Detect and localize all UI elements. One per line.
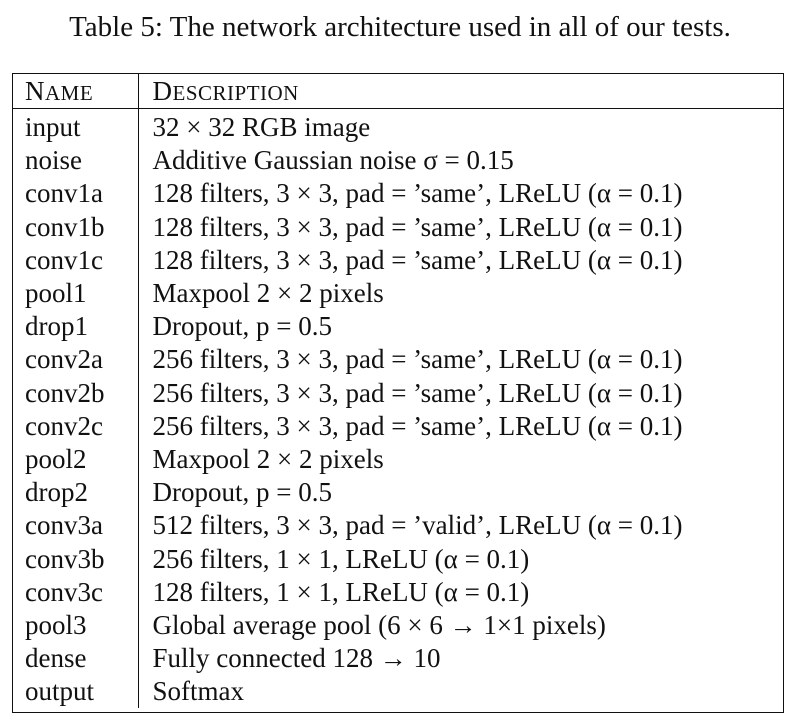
layer-name-cell: pool1: [13, 276, 139, 311]
layer-description-cell: Softmax: [152, 676, 245, 707]
layer-description-cell: Global average pool (6 × 6 → 1×1 pixels): [152, 609, 606, 640]
layer-description-cell: 32 × 32 RGB image: [152, 112, 371, 143]
table-row: pool2 Maxpool 2 × 2 pixels: [13, 442, 783, 477]
layer-description-cell: 128 filters, 3 × 3, pad = ’same’, LReLU …: [152, 244, 683, 275]
table-row: dense Fully connected 128 → 10: [13, 642, 783, 676]
layer-name-cell: output: [13, 675, 139, 709]
layer-name-cell: conv3b: [13, 542, 139, 576]
table-row: conv2b 256 filters, 3 × 3, pad = ’same’, …: [13, 376, 783, 410]
table-row: conv2a 256 filters, 3 × 3, pad = ’same’, …: [13, 343, 783, 377]
layer-description-cell: 256 filters, 3 × 3, pad = ’same’, LReLU …: [152, 410, 683, 441]
layer-name-cell: pool3: [13, 608, 139, 642]
table-row: conv1b 128 filters, 3 × 3, pad = ’same’, …: [13, 210, 783, 244]
layer-name-cell: conv3c: [13, 575, 139, 609]
layer-description-cell: 128 filters, 3 × 3, pad = ’same’, LReLU …: [152, 178, 683, 209]
layer-description-cell: 256 filters, 3 × 3, pad = ’same’, LReLU …: [152, 344, 683, 375]
table-row: drop1 Dropout, p = 0.5: [13, 310, 783, 344]
table-row: conv3a 512 filters, 3 × 3, pad = ’valid’,…: [13, 509, 783, 543]
table-body: input 32 × 32 RGB image noise Additive Gaus…: [13, 108, 783, 709]
layer-description-cell: Dropout, p = 0.5: [152, 311, 332, 342]
layer-name-cell: drop1: [13, 310, 139, 344]
table-caption: Table 5: The network architecture used i…: [69, 11, 731, 43]
layer-description-cell: 256 filters, 3 × 3, pad = ’same’, LReLU …: [152, 377, 683, 408]
table-row: output Softmax: [13, 675, 783, 709]
table-row: conv2c 256 filters, 3 × 3, pad = ’same’, …: [13, 409, 783, 443]
table-row: conv1c 128 filters, 3 × 3, pad = ’same’, …: [13, 243, 783, 277]
layer-name-cell: noise: [13, 144, 139, 178]
layer-description-cell: Maxpool 2 × 2 pixels: [152, 278, 384, 309]
layer-name-cell: pool2: [13, 442, 139, 477]
layer-name-cell: dense: [13, 642, 139, 676]
layer-name-cell: conv1a: [13, 177, 139, 211]
table-row: conv3c 128 filters, 1 × 1, LReLU (α = 0.1…: [13, 575, 783, 609]
table-row: pool3 Global average pool (6 × 6 → 1×1 pi…: [13, 608, 783, 642]
layer-name-cell: conv2a: [13, 343, 139, 377]
layer-name-cell: conv2b: [13, 376, 139, 410]
table-row: drop2 Dropout, p = 0.5: [13, 476, 783, 510]
table-row: conv3b 256 filters, 1 × 1, LReLU (α = 0.1…: [13, 542, 783, 576]
layer-description-cell: Dropout, p = 0.5: [152, 477, 332, 508]
layer-description-cell: 128 filters, 3 × 3, pad = ’same’, LReLU …: [152, 211, 683, 242]
layer-description-cell: 256 filters, 1 × 1, LReLU (α = 0.1): [152, 543, 530, 574]
layer-name-cell: conv2c: [13, 409, 139, 443]
layer-name-cell: conv1c: [13, 243, 139, 277]
layer-description-cell: Fully connected 128 → 10: [152, 643, 441, 674]
layer-description-cell: 128 filters, 1 × 1, LReLU (α = 0.1): [152, 576, 530, 607]
header-description: DESCRIPTION: [138, 74, 783, 109]
layer-description-cell: 512 filters, 3 × 3, pad = ’valid’, LReLU…: [152, 510, 683, 541]
header-name: NAME: [13, 74, 139, 109]
layer-name-cell: input: [13, 108, 139, 145]
table-row: pool1 Maxpool 2 × 2 pixels: [13, 276, 783, 311]
layer-name-cell: conv1b: [13, 210, 139, 244]
table-row: input 32 × 32 RGB image: [13, 108, 783, 145]
layer-description-cell: Additive Gaussian noise σ = 0.15: [152, 145, 514, 176]
layer-name-cell: drop2: [13, 476, 139, 510]
layer-name-cell: conv3a: [13, 509, 139, 543]
table-row: conv1a 128 filters, 3 × 3, pad = ’same’, …: [13, 177, 783, 211]
layer-description-cell: Maxpool 2 × 2 pixels: [152, 443, 384, 474]
table-header-row: NAME DESCRIPTION: [13, 74, 783, 109]
table-row: noise Additive Gaussian noise σ = 0.15: [13, 144, 783, 178]
